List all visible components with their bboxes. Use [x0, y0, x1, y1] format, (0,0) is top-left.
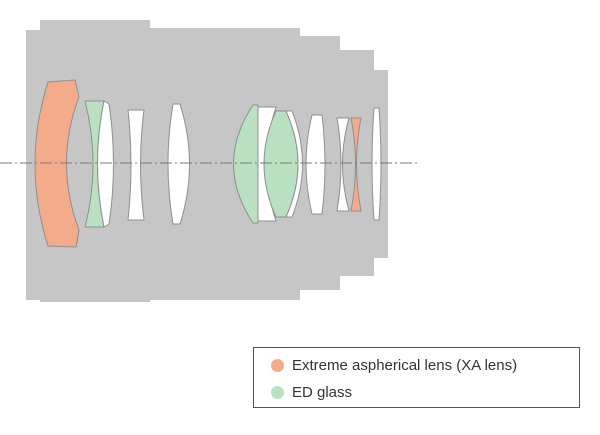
lens-element-3 [127, 109, 145, 221]
lens-element-4 [167, 103, 190, 225]
legend-swatch-ed-glass [271, 385, 284, 399]
legend-swatch-xa-lens [271, 358, 284, 372]
lens-barrel [26, 20, 388, 302]
lens-element-2 [97, 100, 114, 228]
legend-item-ed-glass: ED glass [271, 382, 352, 402]
xa-lens-rear [350, 117, 362, 212]
ed-glass-lens-2 [233, 104, 259, 224]
lens-element-6 [285, 110, 303, 218]
lens-element-7 [305, 114, 326, 215]
legend-item-xa-lens: Extreme aspherical lens (XA lens) [271, 355, 517, 375]
legend: Extreme aspherical lens (XA lens) ED gla… [253, 347, 580, 408]
lens-element-8 [336, 117, 350, 212]
legend-label-xa-lens: Extreme aspherical lens (XA lens) [292, 356, 518, 374]
lens-element-9 [371, 107, 382, 221]
legend-label-ed-glass: ED glass [292, 383, 353, 401]
